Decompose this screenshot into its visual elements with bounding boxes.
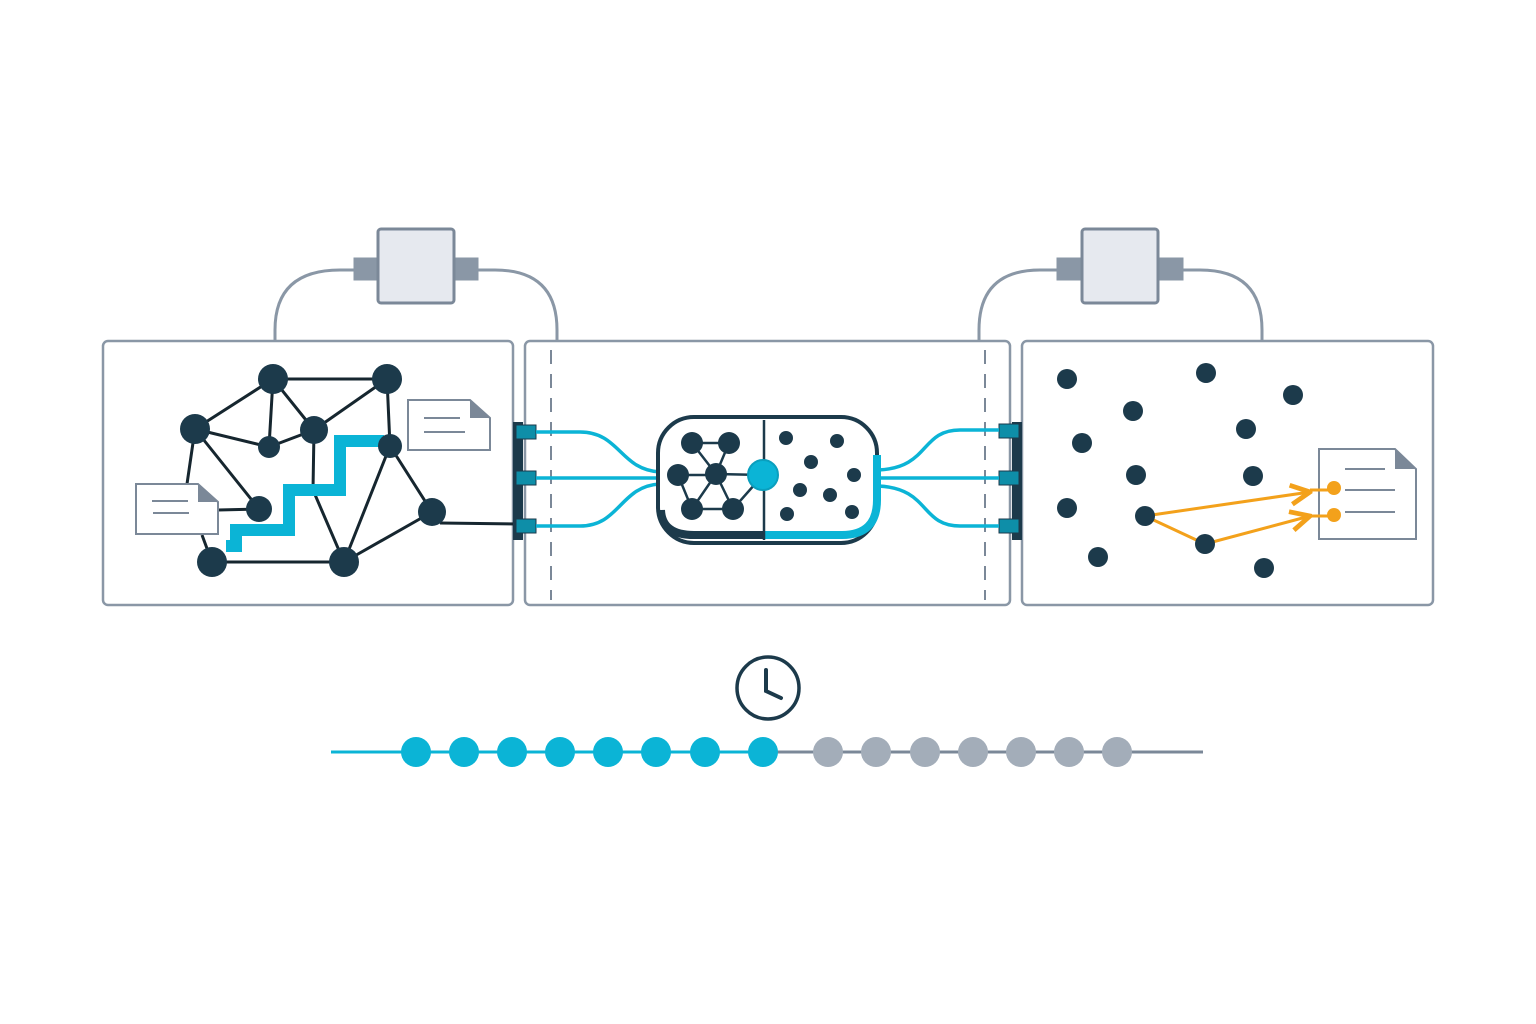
data-streams	[536, 428, 999, 528]
timeline-step-pending	[1102, 737, 1132, 767]
graph-node	[180, 414, 210, 444]
processor-unit	[656, 415, 881, 545]
anchor-dot	[1327, 481, 1341, 495]
document-icon	[407, 399, 491, 451]
port-strip-left	[513, 422, 537, 540]
timeline	[331, 737, 1203, 767]
timeline-step-pending	[1054, 737, 1084, 767]
scatter-node	[1196, 363, 1216, 383]
timeline-step-complete	[748, 737, 778, 767]
scatter-node	[1123, 401, 1143, 421]
graph-node	[300, 416, 328, 444]
timeline-step-complete	[497, 737, 527, 767]
timeline-step-complete	[593, 737, 623, 767]
graph-node	[258, 436, 280, 458]
timeline-step-complete	[690, 737, 720, 767]
graph-node	[418, 498, 446, 526]
graph-node	[378, 434, 402, 458]
document-icon	[1318, 448, 1417, 540]
highlighted-path	[226, 435, 384, 552]
scatter-node	[1057, 498, 1077, 518]
merge-node	[747, 459, 779, 491]
scatter-node	[1236, 419, 1256, 439]
scatter-node	[1057, 369, 1077, 389]
scatter-node	[1072, 433, 1092, 453]
graph-node	[246, 496, 272, 522]
graph-node	[372, 364, 402, 394]
gateway-box-icon	[1080, 227, 1160, 305]
scatter-node	[1254, 558, 1274, 578]
port	[998, 518, 1020, 534]
scatter-node	[1126, 465, 1146, 485]
gateway-box-icon	[376, 227, 456, 305]
document-icon	[135, 483, 219, 535]
gateway-left	[273, 227, 559, 340]
timeline-step-complete	[401, 737, 431, 767]
graph-node	[258, 364, 288, 394]
scatter-node	[1195, 534, 1215, 554]
port	[515, 424, 537, 440]
timeline-step-complete	[449, 737, 479, 767]
timeline-step-complete	[641, 737, 671, 767]
scatter-nodes	[1057, 363, 1303, 578]
port	[515, 470, 537, 486]
clock-icon	[735, 655, 801, 721]
scatter-node	[1243, 466, 1263, 486]
timeline-step-pending	[910, 737, 940, 767]
panel-graph	[101, 339, 515, 607]
gateway-right	[977, 227, 1264, 340]
scatter-node	[1135, 506, 1155, 526]
graph-nodes	[180, 364, 446, 577]
graph-node	[197, 547, 227, 577]
port	[998, 423, 1020, 439]
scatter-node	[1283, 385, 1303, 405]
timeline-step-pending	[958, 737, 988, 767]
timeline-step-pending	[813, 737, 843, 767]
timeline-step-pending	[1006, 737, 1036, 767]
anchor-dot	[1327, 508, 1341, 522]
graph-node	[329, 547, 359, 577]
timeline-step-complete	[545, 737, 575, 767]
timeline-step-pending	[861, 737, 891, 767]
scatter-node	[1088, 547, 1108, 567]
port	[998, 470, 1020, 486]
port	[515, 518, 537, 534]
